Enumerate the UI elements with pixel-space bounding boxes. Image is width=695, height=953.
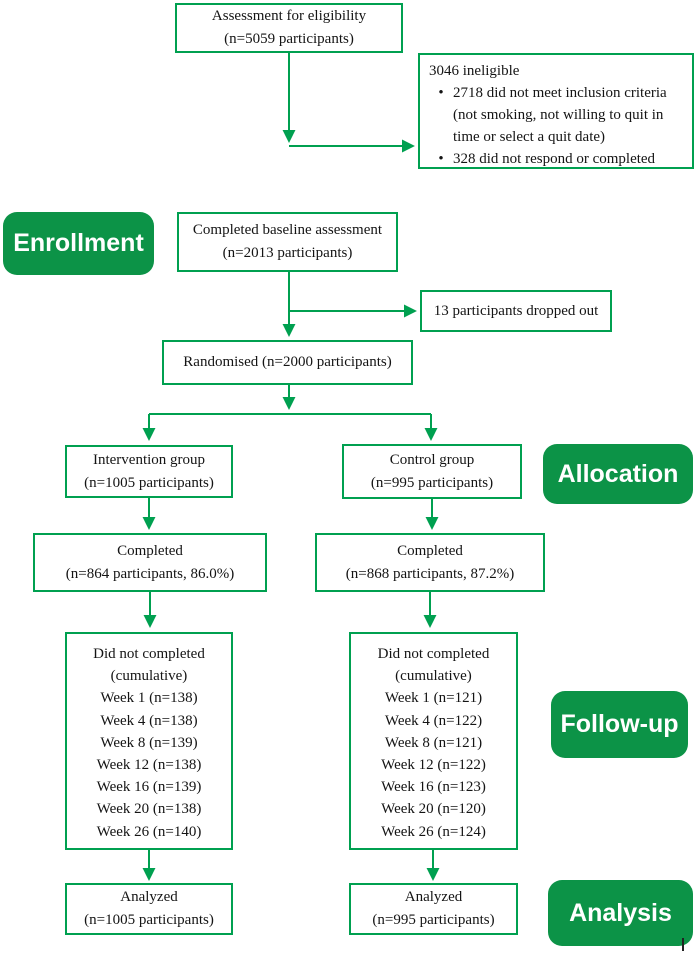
dropout-title: Did not completed: [93, 646, 205, 662]
dropout-week-line: Week 26 (n=140): [96, 823, 202, 840]
enrollment-label: Enrollment: [3, 212, 154, 275]
allocation-label: Allocation: [543, 444, 693, 504]
analyzed-box-intervention: Analyzed (n=1005 participants): [65, 883, 233, 935]
bullet-icon: •: [438, 85, 444, 101]
intervention-group-box: Intervention group (n=1005 participants): [65, 445, 233, 498]
control-line: Control group: [389, 451, 475, 468]
randomised-box: Randomised (n=2000 participants): [162, 340, 413, 385]
dropout-week-line: Week 8 (n=121): [384, 734, 483, 751]
dropout-box-control: Did not completed (cumulative) Week 1 (n…: [349, 632, 518, 850]
dropout-week-line: Week 12 (n=122): [381, 757, 486, 774]
dropout-box-intervention: Did not completed (cumulative) Week 1 (n…: [65, 632, 233, 850]
ineligible-bullet-text: 328 did not respond or completed: [453, 151, 656, 167]
ineligible-bullet-item: • 328 did not respond or completed: [429, 148, 688, 170]
dropout-week-line: Week 20 (n=120): [381, 801, 486, 818]
dropout-week-line: Week 12 (n=138): [96, 757, 202, 774]
dropout-week-line: Week 4 (n=138): [100, 712, 198, 729]
dropout-week-line: Week 1 (n=138): [100, 690, 198, 707]
control-group-box: Control group (n=995 participants): [342, 444, 522, 499]
dropout-week-line: Week 16 (n=139): [96, 779, 202, 796]
analyzed-line: Analyzed: [120, 889, 178, 905]
ineligible-title: 3046 ineligible: [429, 63, 520, 79]
completed-line: Completed: [117, 542, 183, 559]
analyzed-box-control: Analyzed (n=995 participants): [349, 883, 518, 935]
bullet-icon: •: [438, 151, 444, 167]
dropout-week-line: Week 8 (n=139): [100, 734, 198, 751]
dropout-week-line: Week 1 (n=121): [384, 690, 483, 707]
eligibility-line: Assessment for eligibility: [211, 8, 367, 24]
dropped-out-box: 13 participants dropped out: [420, 290, 612, 332]
analyzed-count: (n=995 participants): [372, 912, 495, 928]
eligibility-count: (n=5059 participants): [224, 31, 354, 47]
ineligible-bullet-text: 2718 did not meet inclusion criteria (no…: [453, 85, 667, 145]
dropout-week-line: Week 4 (n=122): [384, 712, 483, 729]
completed-box-intervention: Completed (n=864 participants, 86.0%): [33, 533, 267, 592]
completed-count: (n=868 participants, 87.2%): [345, 565, 515, 582]
ineligible-box: 3046 ineligible • 2718 did not meet incl…: [418, 53, 694, 169]
completed-count: (n=864 participants, 86.0%): [65, 565, 235, 582]
dropout-subtitle: (cumulative): [110, 668, 188, 685]
baseline-count: (n=2013 participants): [222, 245, 353, 261]
analyzed-count: (n=1005 participants): [84, 912, 214, 928]
intervention-count: (n=1005 participants): [84, 474, 214, 491]
dropout-subtitle: (cumulative): [395, 668, 472, 685]
cursor-artifact-mark: [682, 938, 684, 951]
completed-box-control: Completed (n=868 participants, 87.2%): [315, 533, 545, 592]
analyzed-line: Analyzed: [404, 889, 463, 905]
dropout-week-line: Week 26 (n=124): [381, 823, 486, 840]
randomised-text: Randomised (n=2000 participants): [183, 354, 392, 370]
baseline-box: Completed baseline assessment (n=2013 pa…: [177, 212, 398, 272]
dropout-week-line: Week 16 (n=123): [381, 779, 486, 796]
baseline-line: Completed baseline assessment: [192, 222, 383, 238]
dropout-week-line: Week 20 (n=138): [96, 801, 202, 818]
analysis-label: Analysis: [548, 880, 693, 946]
completed-line: Completed: [397, 542, 463, 559]
eligibility-box: Assessment for eligibility (n=5059 parti…: [175, 3, 403, 53]
followup-label: Follow-up: [551, 691, 688, 758]
dropped-out-text: 13 participants dropped out: [433, 302, 599, 319]
ineligible-bullet-item: • 2718 did not meet inclusion criteria (…: [429, 82, 688, 148]
control-count: (n=995 participants): [370, 474, 494, 491]
dropout-title: Did not completed: [377, 646, 490, 662]
intervention-line: Intervention group: [92, 451, 206, 468]
